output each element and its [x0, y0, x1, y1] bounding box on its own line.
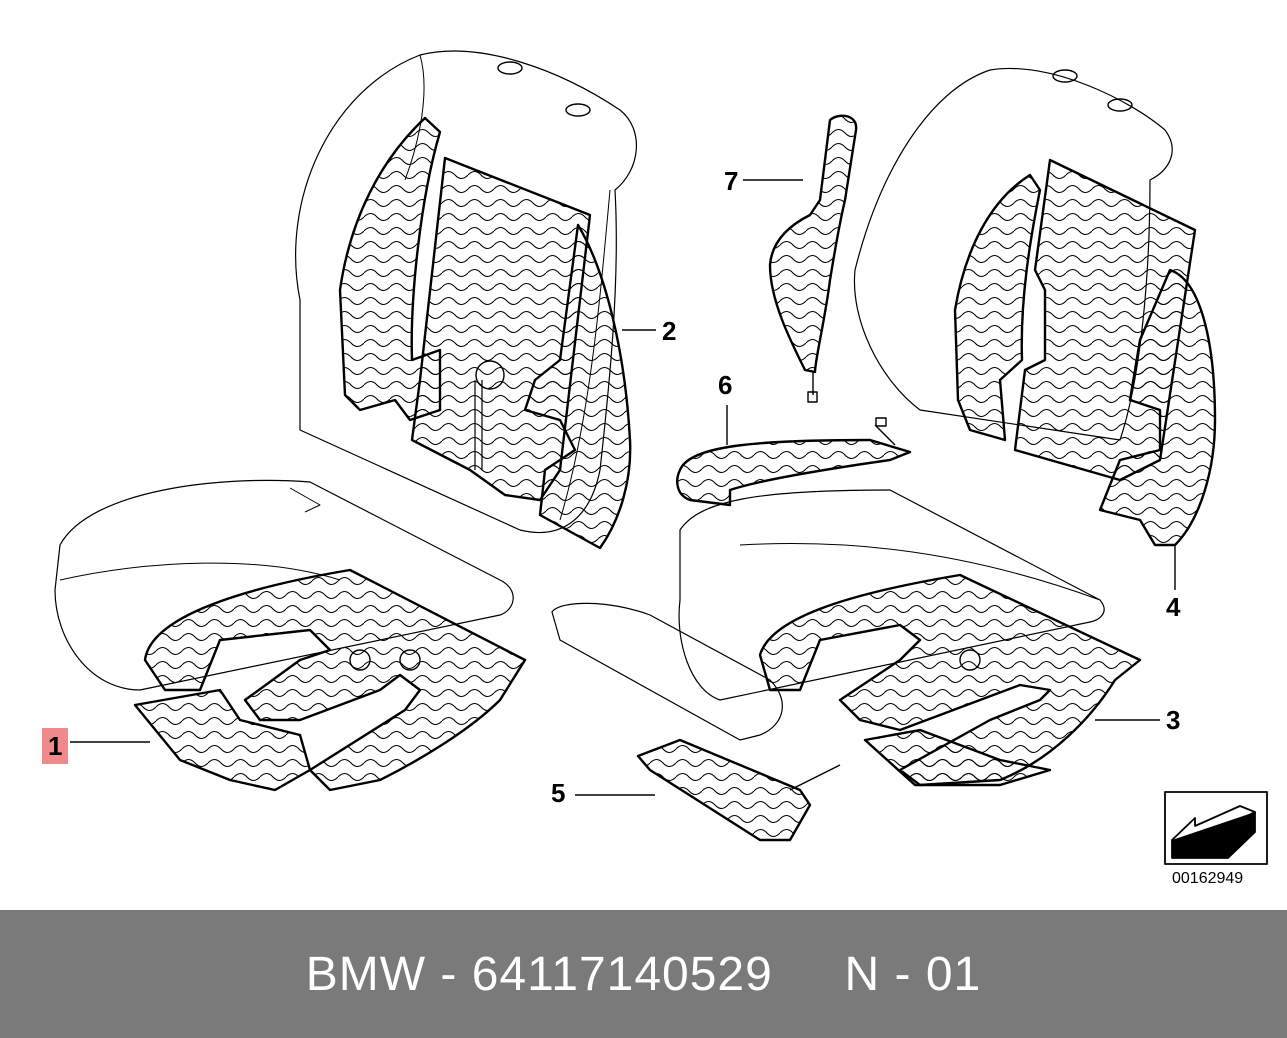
- footer-text: BMW - 64117140529 N - 01: [306, 947, 981, 1002]
- part-1-seat-heating-mat: [70, 568, 527, 792]
- parts-diagram: 1 2 3 4 5 6 7 00162949: [42, 50, 1268, 887]
- callout-3[interactable]: 3: [1166, 705, 1181, 735]
- part-3-seat-heating-mat: [758, 573, 1160, 787]
- part-7-side-heating-element: [743, 114, 858, 403]
- catalog-number: 00162949: [1172, 870, 1244, 887]
- right-backrest: [853, 67, 1173, 441]
- right-seat-cushion: [678, 489, 1105, 701]
- left-seat-cushion: [54, 479, 514, 691]
- part-4-backrest-heating-mat: [953, 158, 1217, 590]
- arrow-icon: [1164, 791, 1268, 865]
- part-2-backrest-heating-mat: [338, 116, 656, 550]
- callout-7[interactable]: 7: [724, 166, 739, 196]
- callout-4[interactable]: 4: [1166, 592, 1181, 622]
- callout-5[interactable]: 5: [551, 778, 566, 808]
- part-5-small-heating-pad: [551, 602, 841, 842]
- footer-part-number: 64117140529: [471, 947, 773, 1001]
- callout-1[interactable]: 1: [42, 728, 69, 764]
- footer-note: N - 01: [844, 947, 982, 1001]
- footer-bar: BMW - 64117140529 N - 01: [0, 910, 1287, 1038]
- callout-2[interactable]: 2: [662, 316, 677, 346]
- callout-6[interactable]: 6: [718, 370, 733, 400]
- footer-brand: BMW: [305, 947, 427, 1001]
- part-6-bolster-heating-element: [676, 405, 912, 507]
- footer-separator: -: [440, 947, 458, 1001]
